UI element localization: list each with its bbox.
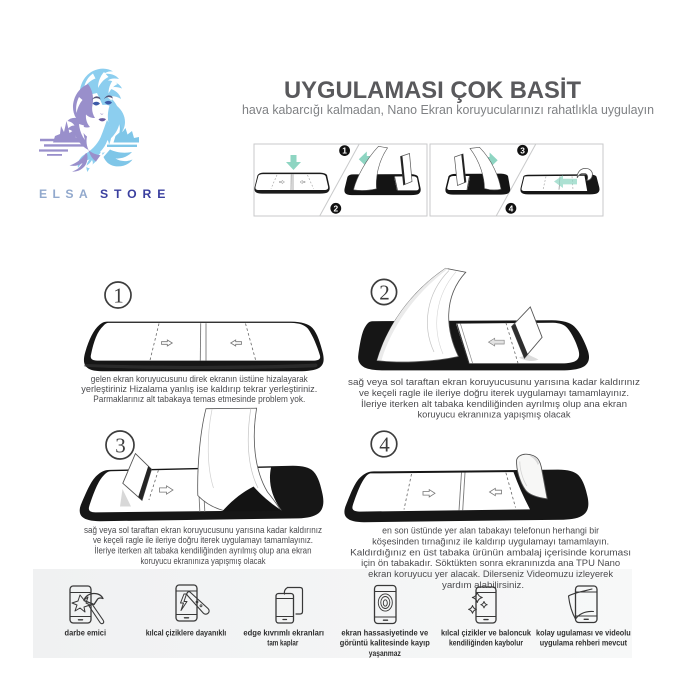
svg-text:1: 1 [342, 146, 347, 156]
svg-text:koruyucu ekranınıza yapışmış o: koruyucu ekranınıza yapışmış olacak [141, 556, 266, 566]
svg-text:sağ veya sol taraftan ekran ko: sağ veya sol taraftan ekran koruyucusunu… [84, 525, 322, 535]
svg-text:koruyucu ekranınıza yapışmış o: koruyucu ekranınıza yapışmış olacak [418, 410, 571, 421]
svg-text:2: 2 [379, 281, 390, 305]
svg-text:gelen ekran koruyucusunu direk: gelen ekran koruyucusunu direk ekranın ü… [91, 374, 308, 384]
svg-text:4: 4 [509, 203, 514, 213]
svg-text:yardım alabilirsiniz.: yardım alabilirsiniz. [442, 580, 524, 591]
svg-text:1: 1 [113, 284, 124, 308]
svg-text:ekran koruyucu yer alacak. Dil: ekran koruyucu yer alacak. Dilerseniz Vi… [368, 569, 613, 580]
svg-text:kılcal çiziklere dayanıklı: kılcal çiziklere dayanıklı [146, 627, 227, 637]
svg-text:3: 3 [115, 434, 126, 458]
svg-text:uygulama rehberi mevcut: uygulama rehberi mevcut [540, 638, 628, 648]
svg-text:İleriye iterken alt tabaka ken: İleriye iterken alt tabaka kendiliğinden… [361, 399, 627, 410]
svg-text:Parmaklarınız alt tabakaya tem: Parmaklarınız alt tabakaya temas etmesin… [93, 394, 305, 404]
svg-text:hava kabarcığı kalmadan, Nano: hava kabarcığı kalmadan, Nano Ekran koru… [242, 102, 654, 117]
svg-text:ELSA: ELSA [39, 187, 93, 201]
svg-text:kılcal çizikler ve baloncuk: kılcal çizikler ve baloncuk [441, 627, 531, 637]
svg-text:UYGULAMASI ÇOK BASİT: UYGULAMASI ÇOK BASİT [284, 77, 581, 104]
svg-text:görüntü kalitesinde kayıp: görüntü kalitesinde kayıp [340, 638, 430, 648]
svg-text:STORE: STORE [100, 187, 171, 201]
svg-text:kolay ugulaması ve videolu: kolay ugulaması ve videolu [536, 627, 631, 637]
svg-text:kendiliğinden kaybolur: kendiliğinden kaybolur [449, 638, 524, 648]
svg-text:sağ veya sol taraftan ekran ko: sağ veya sol taraftan ekran koruyucusunu… [348, 377, 640, 388]
svg-text:Kaldırdığınız en üst tabaka ür: Kaldırdığınız en üst tabaka ürünün ambal… [350, 547, 631, 558]
svg-text:İleriye iterken alt tabaka ken: İleriye iterken alt tabaka kendiliğinden… [95, 546, 312, 556]
svg-text:ve keçeli ragle ile ileriye do: ve keçeli ragle ile ileriye doğru iterek… [93, 535, 313, 545]
svg-text:için ön tabakadır. Söktükten s: için ön tabakadır. Söktükten sonra ekran… [361, 558, 620, 569]
svg-text:2: 2 [333, 203, 338, 213]
svg-text:tam kaplar: tam kaplar [267, 638, 299, 648]
svg-text:ekran hassasiyetinde ve: ekran hassasiyetinde ve [341, 627, 428, 637]
svg-text:4: 4 [379, 433, 390, 457]
svg-text:köşesinden tırnağınız ile kald: köşesinden tırnağınız ile kaldırıp uygul… [372, 536, 609, 547]
svg-text:ve keçeli ragle ile ileriye do: ve keçeli ragle ile ileriye doğru iterek… [359, 388, 629, 399]
svg-text:darbe emici: darbe emici [65, 627, 107, 637]
svg-text:3: 3 [520, 145, 525, 155]
svg-text:yaşanmaz: yaşanmaz [369, 648, 401, 658]
svg-text:edge kıvrımlı ekranları: edge kıvrımlı ekranları [243, 627, 324, 637]
svg-text:yerleştiriniz Hizalama yanlış: yerleştiriniz Hizalama yanlış ise kaldır… [81, 384, 317, 394]
svg-text:en son üstünde yer alan tabaka: en son üstünde yer alan tabakayı telefon… [382, 526, 600, 537]
